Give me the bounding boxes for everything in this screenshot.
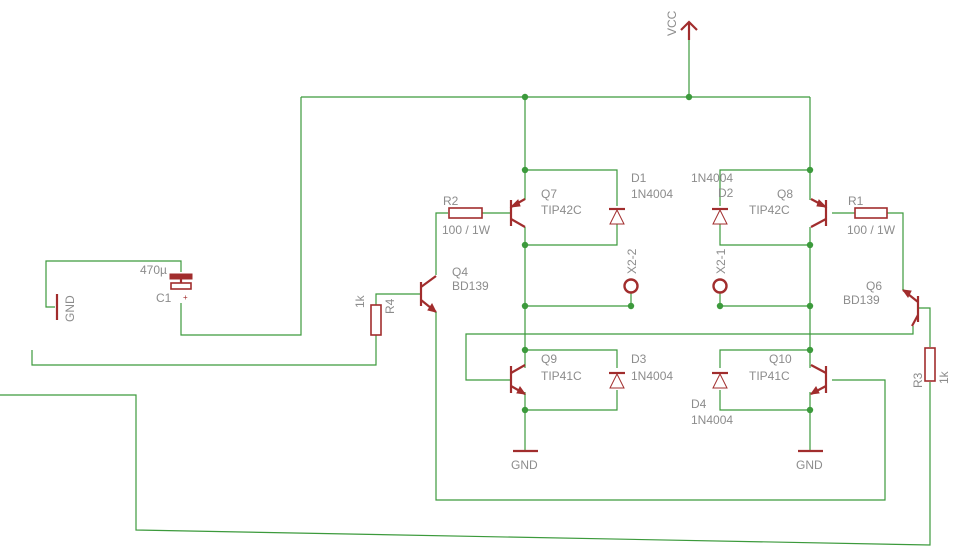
wire-r3-bottom [0, 382, 931, 546]
wire-q6-r3 [918, 307, 931, 347]
wire-r4-top [375, 293, 420, 305]
q4-name: Q4 [452, 265, 468, 279]
x2-1-label: X2-1 [714, 248, 728, 274]
x2-2-label: X2-2 [625, 248, 639, 274]
c1-plus-sign: + [183, 293, 188, 302]
q9-type: TIP41C [541, 369, 582, 383]
q9-name: Q9 [541, 352, 557, 366]
resistor-r3: R3 1k [911, 347, 951, 388]
d3-name: D3 [631, 352, 647, 366]
junction [521, 302, 529, 310]
gnd-symbol-bottom-right: GND [796, 449, 823, 472]
transistor-q6: Q6 BD139 [843, 279, 920, 327]
wire-q7-d1-top [525, 169, 618, 206]
transistor-q10: Q10 TIP41C [749, 352, 828, 395]
d1-name: D1 [631, 171, 647, 185]
c1-value: 470µ [140, 263, 167, 277]
gnd-left-label: GND [63, 295, 77, 322]
junction [806, 166, 814, 174]
junction [806, 302, 814, 310]
q10-name: Q10 [769, 352, 792, 366]
capacitor-c1: + 470µ C1 [140, 263, 193, 305]
r1-name: R1 [848, 194, 864, 208]
c1-name: C1 [156, 291, 172, 305]
r2-value: 100 / 1W [442, 223, 491, 237]
r4-value: 1k [353, 294, 367, 308]
transistor-q9: Q9 TIP41C [509, 352, 582, 395]
junction [521, 166, 529, 174]
d3-type: 1N4004 [631, 369, 673, 383]
wire-r1-q6 [887, 212, 904, 283]
junction [806, 346, 814, 354]
r2-name: R2 [443, 194, 459, 208]
wire-q8-d2-bottom [719, 224, 810, 246]
junction [521, 406, 529, 414]
transistor-q4: Q4 BD139 [419, 265, 489, 324]
gnd-bottom-left-label: GND [511, 458, 538, 472]
wire-q6-emitter-q9 [465, 326, 914, 381]
junction [806, 241, 814, 249]
wire-q9-d3-bottom [525, 390, 618, 411]
q4-type: BD139 [452, 279, 489, 293]
wire-r4 [31, 335, 377, 366]
gnd-bottom-right-label: GND [796, 458, 823, 472]
junctions [521, 93, 814, 414]
diode-d1: D1 1N4004 [609, 171, 673, 225]
wire-q10-d4-top [719, 349, 810, 368]
resistor-r4: 1k R4 [353, 294, 397, 336]
q6-type: BD139 [843, 293, 880, 307]
junction [521, 93, 529, 101]
q7-type: TIP42C [541, 203, 582, 217]
connector-x2-2: X2-2 [623, 248, 639, 294]
vcc-symbol: VCC [665, 10, 698, 40]
diode-d2: 1N4004 D2 [691, 171, 734, 225]
wire-c1-to-gnd [45, 260, 182, 308]
transistor-q7: Q7 TIP42C [509, 187, 582, 228]
wire-vcc-to-c1 [180, 97, 302, 336]
transistor-q8: Q8 TIP42C [749, 187, 828, 228]
q6-name: Q6 [866, 279, 882, 293]
junction [685, 93, 693, 101]
gnd-symbol-bottom-left: GND [511, 449, 538, 472]
wire-q4-emitter-q10 [435, 324, 886, 501]
wire-q7-d1-bottom [525, 224, 618, 246]
wire-x2-1 [719, 293, 810, 307]
junction [521, 346, 529, 354]
d4-name: D4 [691, 397, 707, 411]
wire-x2-2 [525, 293, 632, 307]
wire-q9-d3-top [525, 349, 618, 368]
r4-name: R4 [383, 298, 397, 314]
junction [627, 302, 635, 310]
wire-q10-d4-bottom [719, 390, 810, 411]
wire-q8-d2-top [719, 169, 810, 206]
resistor-r1: R1 100 / 1W [847, 194, 896, 237]
gnd-symbol-left: GND [55, 294, 77, 322]
junction [716, 302, 724, 310]
diode-d3: D3 1N4004 [609, 352, 673, 389]
r1-value: 100 / 1W [847, 223, 896, 237]
d2-type: 1N4004 [691, 171, 733, 185]
r3-name: R3 [911, 372, 925, 388]
junction [521, 241, 529, 249]
q8-type: TIP42C [749, 203, 790, 217]
vcc-label: VCC [665, 10, 679, 36]
d1-type: 1N4004 [631, 187, 673, 201]
connector-x2-1: X2-1 [712, 248, 728, 294]
q8-name: Q8 [777, 187, 793, 201]
junction [806, 406, 814, 414]
r3-value: 1k [937, 370, 951, 384]
d2-name: D2 [718, 186, 734, 200]
diode-d4: D4 1N4004 [691, 371, 733, 427]
wire-r2 [435, 212, 448, 262]
d4-type: 1N4004 [691, 413, 733, 427]
q10-type: TIP41C [749, 369, 790, 383]
resistor-r2: R2 100 / 1W [442, 194, 491, 237]
q7-name: Q7 [541, 187, 557, 201]
